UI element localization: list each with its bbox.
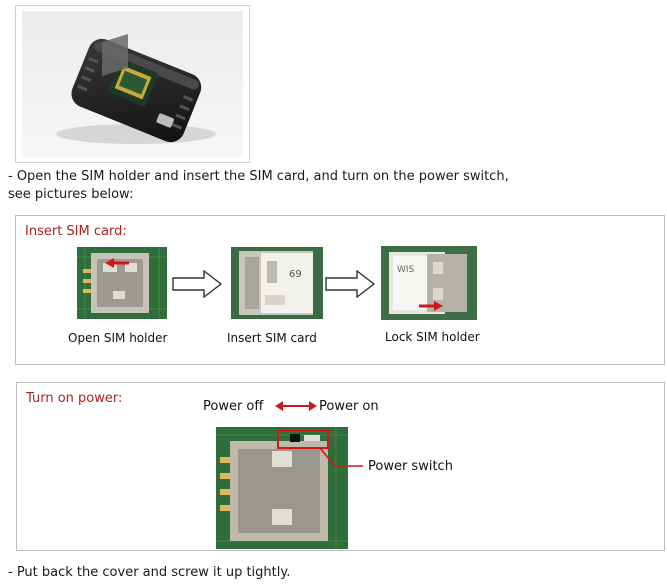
- insert-sim-card-image: 69: [231, 247, 323, 319]
- caption-open-sim-holder: Open SIM holder: [68, 331, 168, 345]
- caption-insert-sim-card: Insert SIM card: [227, 331, 317, 345]
- caption-lock-sim-holder: Lock SIM holder: [385, 330, 480, 344]
- turn-on-power-panel: Turn on power: Power off Power on Power …: [16, 382, 665, 551]
- gps-tracker-device-image: [22, 11, 243, 157]
- power-switch-label: Power switch: [368, 459, 453, 474]
- power-switch-pcb-image: [216, 427, 348, 549]
- turn-on-power-title: Turn on power:: [26, 391, 123, 406]
- device-photo-frame: [15, 5, 250, 163]
- svg-text:WIS: WIS: [397, 265, 415, 275]
- insert-sim-title: Insert SIM card:: [25, 224, 127, 239]
- open-sim-holder-image: [77, 247, 167, 319]
- insert-sim-panel: Insert SIM card: 69 W: [15, 215, 665, 365]
- lock-sim-holder-image: WIS: [381, 246, 477, 320]
- power-on-label: Power on: [319, 399, 379, 414]
- step-arrow-icon: [325, 270, 375, 298]
- svg-text:69: 69: [289, 269, 302, 280]
- pointer-line: [333, 465, 363, 467]
- instruction-line-1: - Open the SIM holder and insert the SIM…: [8, 169, 509, 184]
- double-arrow-icon: [275, 401, 317, 411]
- closing-instruction: - Put back the cover and screw it up tig…: [8, 565, 291, 580]
- instruction-line-2: see pictures below:: [8, 187, 134, 202]
- power-off-label: Power off: [203, 399, 264, 414]
- step-arrow-icon: [172, 270, 222, 298]
